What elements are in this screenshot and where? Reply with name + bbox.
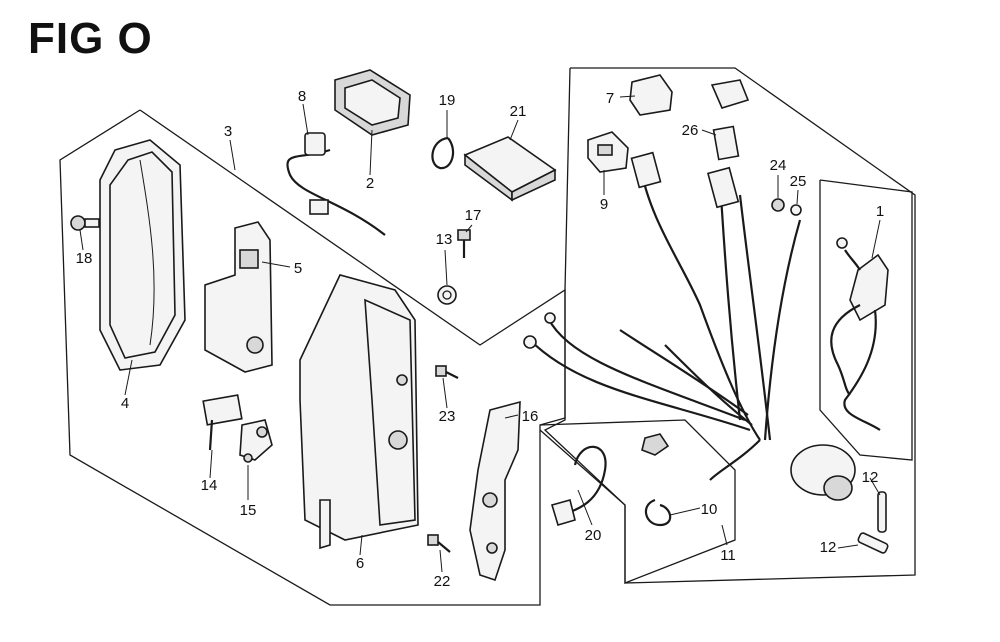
callout-23: 23 xyxy=(439,408,456,425)
fuse-holder-9-part xyxy=(587,131,629,173)
control-box-part xyxy=(299,274,419,550)
callout-2: 2 xyxy=(366,175,374,192)
clip-10-part xyxy=(644,498,672,527)
callout-3: 3 xyxy=(224,123,232,140)
callout-6: 6 xyxy=(356,555,364,572)
callout-25: 25 xyxy=(790,173,807,190)
figure-title: FIG O xyxy=(28,14,153,63)
wire-harness-part xyxy=(523,151,802,481)
callout-12-lower: 12 xyxy=(820,539,837,556)
callout-26: 26 xyxy=(682,122,699,139)
switch-group-outline xyxy=(819,179,913,461)
relay-7-part xyxy=(629,74,673,116)
callout-24: 24 xyxy=(770,157,787,174)
callout-7: 7 xyxy=(606,90,614,107)
control-box-group-outline xyxy=(59,109,566,606)
fuse-26-part xyxy=(712,125,740,161)
nut-25-part xyxy=(790,204,802,216)
leader-lines xyxy=(79,95,881,573)
rectifier-part xyxy=(463,136,557,202)
key-12-part xyxy=(857,491,889,554)
band-20-part xyxy=(550,445,607,526)
washer-24-part xyxy=(771,198,785,212)
callout-15: 15 xyxy=(240,502,257,519)
panel-cover-part xyxy=(99,139,186,371)
callout-19: 19 xyxy=(439,92,456,109)
regulator-part xyxy=(286,69,411,236)
screw-23-part xyxy=(435,365,459,379)
callout-16: 16 xyxy=(522,408,539,425)
callout-14: 14 xyxy=(201,477,218,494)
callout-17: 17 xyxy=(465,207,482,224)
callout-12-upper: 12 xyxy=(862,469,879,486)
callout-20: 20 xyxy=(585,527,602,544)
switch-1-part xyxy=(830,237,889,431)
callout-21: 21 xyxy=(510,103,527,120)
key-switch-part xyxy=(790,444,856,501)
callout-22: 22 xyxy=(434,573,451,590)
switch-14-part xyxy=(202,394,243,451)
screw-22-part xyxy=(427,534,451,553)
stay-plate-part xyxy=(469,400,521,582)
callout-13: 13 xyxy=(436,231,453,248)
callout-8: 8 xyxy=(298,88,306,105)
callout-1: 1 xyxy=(876,203,884,220)
callout-5: 5 xyxy=(294,260,302,277)
clamp-group-outline xyxy=(539,419,736,584)
screw-18-part xyxy=(70,215,100,231)
bolt-17-part xyxy=(457,229,471,258)
callout-4: 4 xyxy=(121,395,129,412)
wire-clip-19-part xyxy=(431,136,455,170)
callout-10: 10 xyxy=(701,501,718,518)
callout-11: 11 xyxy=(720,547,736,564)
switch-15-part xyxy=(239,419,273,463)
clamp-13-part xyxy=(437,285,457,305)
grommet-part xyxy=(641,433,670,456)
callout-18: 18 xyxy=(76,250,93,267)
callout-9: 9 xyxy=(600,196,608,213)
bracket-part xyxy=(204,221,273,373)
fuse-cover-part xyxy=(710,79,750,109)
